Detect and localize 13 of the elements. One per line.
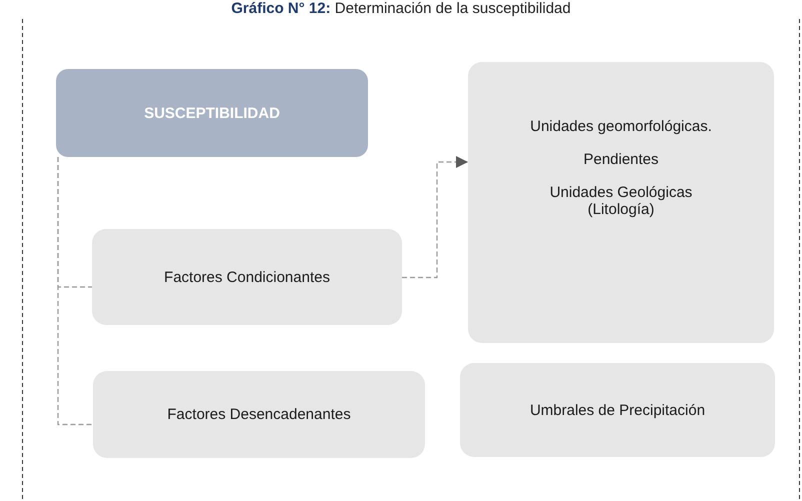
- node-label: SUSCEPTIBILIDAD: [144, 104, 280, 122]
- factor-detail-box: [468, 62, 774, 343]
- node-label: Factores Condicionantes: [164, 268, 330, 286]
- connector-arrow: [402, 156, 468, 278]
- node-label: Pendientes: [583, 151, 659, 168]
- node-label: Factores Desencadenantes: [167, 406, 351, 423]
- factor-box: [93, 371, 425, 458]
- factor-detail-box: [460, 363, 775, 457]
- node-label: Unidades Geológicas (Litología): [548, 184, 694, 218]
- node-label: Umbrales de Precipitación: [530, 402, 706, 418]
- node-label: Unidades geomorfológicas.: [530, 118, 712, 135]
- susceptibility-box: [56, 69, 368, 157]
- factor-box: [92, 229, 402, 325]
